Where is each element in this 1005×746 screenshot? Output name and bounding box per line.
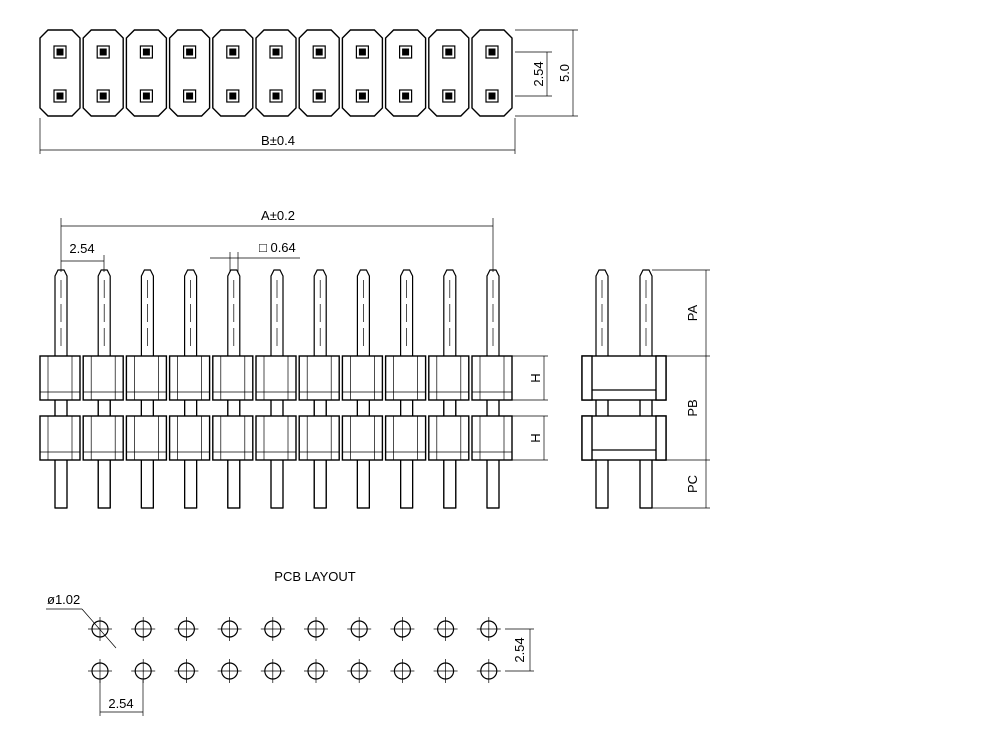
pcb-hole [174,617,199,641]
pcb-hole [390,617,415,641]
pcb-layout-title: PCB LAYOUT [274,569,355,584]
front-housing-lower-label: H [528,433,543,442]
top-pin-square [269,45,283,59]
front-pitch-label: 2.54 [69,241,94,256]
pcb-hole [347,617,372,641]
top-pin-square [139,45,153,59]
top-pin-square [96,89,110,103]
side-pc-label: PC [685,475,700,493]
top-pin-square [485,45,499,59]
pcb-hole [88,659,112,683]
pcb-hole-label: ø1.02 [47,592,80,607]
pcb-hole [476,659,501,683]
top-pin-square [226,45,240,59]
front-housing-lower [39,415,513,461]
top-pin-square [183,89,197,103]
top-housing-cell [168,29,211,117]
side-housing-lower [581,415,667,461]
pcb-hole [304,617,328,641]
top-housing-cell [428,29,470,117]
pcb-pitch-v-label: 2.54 [512,637,527,662]
top-view-housing [39,29,513,117]
top-housing-cell [384,29,427,117]
pcb-hole [131,617,156,641]
pcb-hole [260,617,285,641]
top-pin-square [226,89,240,103]
pcb-hole [347,659,372,683]
top-pin-square [269,89,283,103]
top-height-label: 5.0 [557,64,572,82]
pcb-hole [433,617,458,641]
front-view: A±0.2 2.54 □ 0.64 H H [39,208,548,509]
top-housing-cell [471,29,513,117]
pcb-hole [217,617,242,641]
top-housing-cell [82,29,124,117]
front-view-housings [39,355,513,508]
top-pin-square [139,89,153,103]
pcb-hole [304,659,328,683]
top-pitch-label: 2.54 [531,61,546,86]
top-pin-square [485,89,499,103]
side-view: PA PB PC [581,269,710,509]
pcb-hole [88,617,112,641]
top-pin-square [442,89,456,103]
pcb-hole [131,659,156,683]
top-housing-cell [125,29,168,117]
pcb-hole [390,659,415,683]
front-housing-upper-label: H [528,373,543,382]
top-pin-square [183,45,197,59]
side-pb-label: PB [685,399,700,416]
pcb-hole [433,659,458,683]
pcb-hole [476,617,501,641]
pcb-holes [88,617,501,683]
top-pin-square [312,89,326,103]
top-length-label: B±0.4 [261,133,295,148]
pcb-hole [174,659,199,683]
top-pin-square [355,45,369,59]
top-pin-square [53,89,67,103]
top-housing-cell [212,29,254,117]
top-view: 2.54 5.0 B±0.4 [39,29,578,154]
top-pin-square [96,45,110,59]
top-pin-square [53,45,67,59]
top-pin-square [399,89,413,103]
top-housing-cell [341,29,384,117]
pcb-hole [217,659,242,683]
pcb-layout: PCB LAYOUT ø1.02 2.54 2.54 [46,569,534,716]
side-housing-upper [581,355,667,401]
top-pin-square [399,45,413,59]
top-housing-cell [298,29,340,117]
front-span-label: A±0.2 [261,208,295,223]
front-pin-size-label: □ 0.64 [259,240,296,255]
pcb-hole [260,659,285,683]
top-pin-square [442,45,456,59]
top-housing-cell [39,29,81,117]
top-pin-square [355,89,369,103]
front-housing-upper [39,355,513,401]
side-pa-label: PA [685,304,700,321]
top-housing-cell [255,29,297,117]
pcb-pitch-h-label: 2.54 [108,696,133,711]
top-pin-square [312,45,326,59]
